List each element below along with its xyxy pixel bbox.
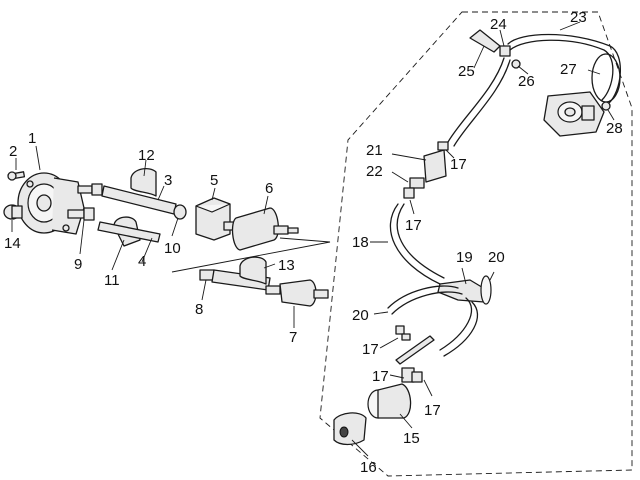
callout-24: 24 bbox=[490, 16, 507, 33]
callout-13: 13 bbox=[278, 257, 295, 274]
callout-16: 16 bbox=[360, 459, 377, 476]
bracket-25 bbox=[469, 29, 501, 53]
hose-4 bbox=[97, 221, 161, 243]
callout-17-e: 17 bbox=[424, 402, 441, 419]
fuel-filter-6 bbox=[223, 207, 299, 251]
hose-fitting-17 bbox=[395, 325, 411, 341]
clamp-10 bbox=[173, 204, 187, 220]
hose-18 bbox=[389, 203, 445, 285]
fuel-pump-valve bbox=[17, 172, 85, 235]
callout-25: 25 bbox=[458, 63, 475, 80]
screw-2 bbox=[7, 171, 26, 181]
fittings-9 bbox=[67, 183, 103, 221]
joint-24 bbox=[499, 45, 511, 57]
callout-11: 11 bbox=[104, 272, 120, 289]
callout-3: 3 bbox=[164, 172, 172, 189]
assembly-boundary-dashed bbox=[319, 11, 633, 477]
clamp-12 bbox=[130, 167, 157, 197]
callout-10: 10 bbox=[164, 240, 181, 257]
callout-8: 8 bbox=[195, 301, 203, 318]
filter-15 bbox=[367, 367, 423, 419]
callout-21: 21 bbox=[366, 142, 383, 159]
callout-15: 15 bbox=[403, 430, 420, 447]
o-ring-20 bbox=[480, 275, 492, 305]
callout-12: 12 bbox=[138, 147, 155, 164]
callout-17-d: 17 bbox=[372, 368, 389, 385]
callout-4: 4 bbox=[138, 253, 146, 270]
filter-housing-5 bbox=[195, 197, 231, 241]
callout-26: 26 bbox=[518, 73, 535, 90]
fitting-8 bbox=[199, 269, 215, 281]
callout-14: 14 bbox=[4, 235, 21, 252]
callout-17-b: 17 bbox=[405, 217, 422, 234]
callout-17-c: 17 bbox=[362, 341, 379, 358]
callout-9: 9 bbox=[74, 256, 82, 273]
callout-18: 18 bbox=[352, 234, 369, 251]
callout-19: 19 bbox=[456, 249, 473, 266]
clamp-28 bbox=[601, 101, 611, 111]
callout-17-a: 17 bbox=[450, 156, 467, 173]
hose-20 bbox=[387, 285, 478, 357]
connector-22 bbox=[403, 177, 425, 199]
hose-13 bbox=[211, 256, 271, 291]
leader-lines bbox=[11, 21, 615, 457]
fuel-hose-23 bbox=[507, 33, 622, 105]
callout-27: 27 bbox=[560, 61, 577, 78]
callout-28: 28 bbox=[606, 120, 623, 137]
fuel-hose-main bbox=[447, 57, 511, 147]
filter-21 bbox=[423, 141, 449, 183]
carburetor bbox=[543, 91, 605, 137]
callout-2: 2 bbox=[9, 143, 17, 160]
tie-strap bbox=[395, 335, 435, 365]
inline-filter-7 bbox=[265, 279, 329, 307]
callout-20-a: 20 bbox=[352, 307, 369, 324]
callout-20-b: 20 bbox=[488, 249, 505, 266]
variant-projection-lines bbox=[171, 237, 331, 273]
callout-5: 5 bbox=[210, 172, 218, 189]
callout-6: 6 bbox=[265, 180, 273, 197]
callout-7: 7 bbox=[289, 329, 297, 346]
callout-22: 22 bbox=[366, 163, 383, 180]
callout-23: 23 bbox=[570, 9, 587, 26]
cover-16 bbox=[333, 412, 367, 446]
cap-nut-14 bbox=[3, 204, 23, 220]
callout-1: 1 bbox=[28, 130, 36, 147]
callout-labels: 1 2 3 4 5 6 7 8 9 10 11 12 13 14 15 16 1… bbox=[4, 9, 623, 476]
